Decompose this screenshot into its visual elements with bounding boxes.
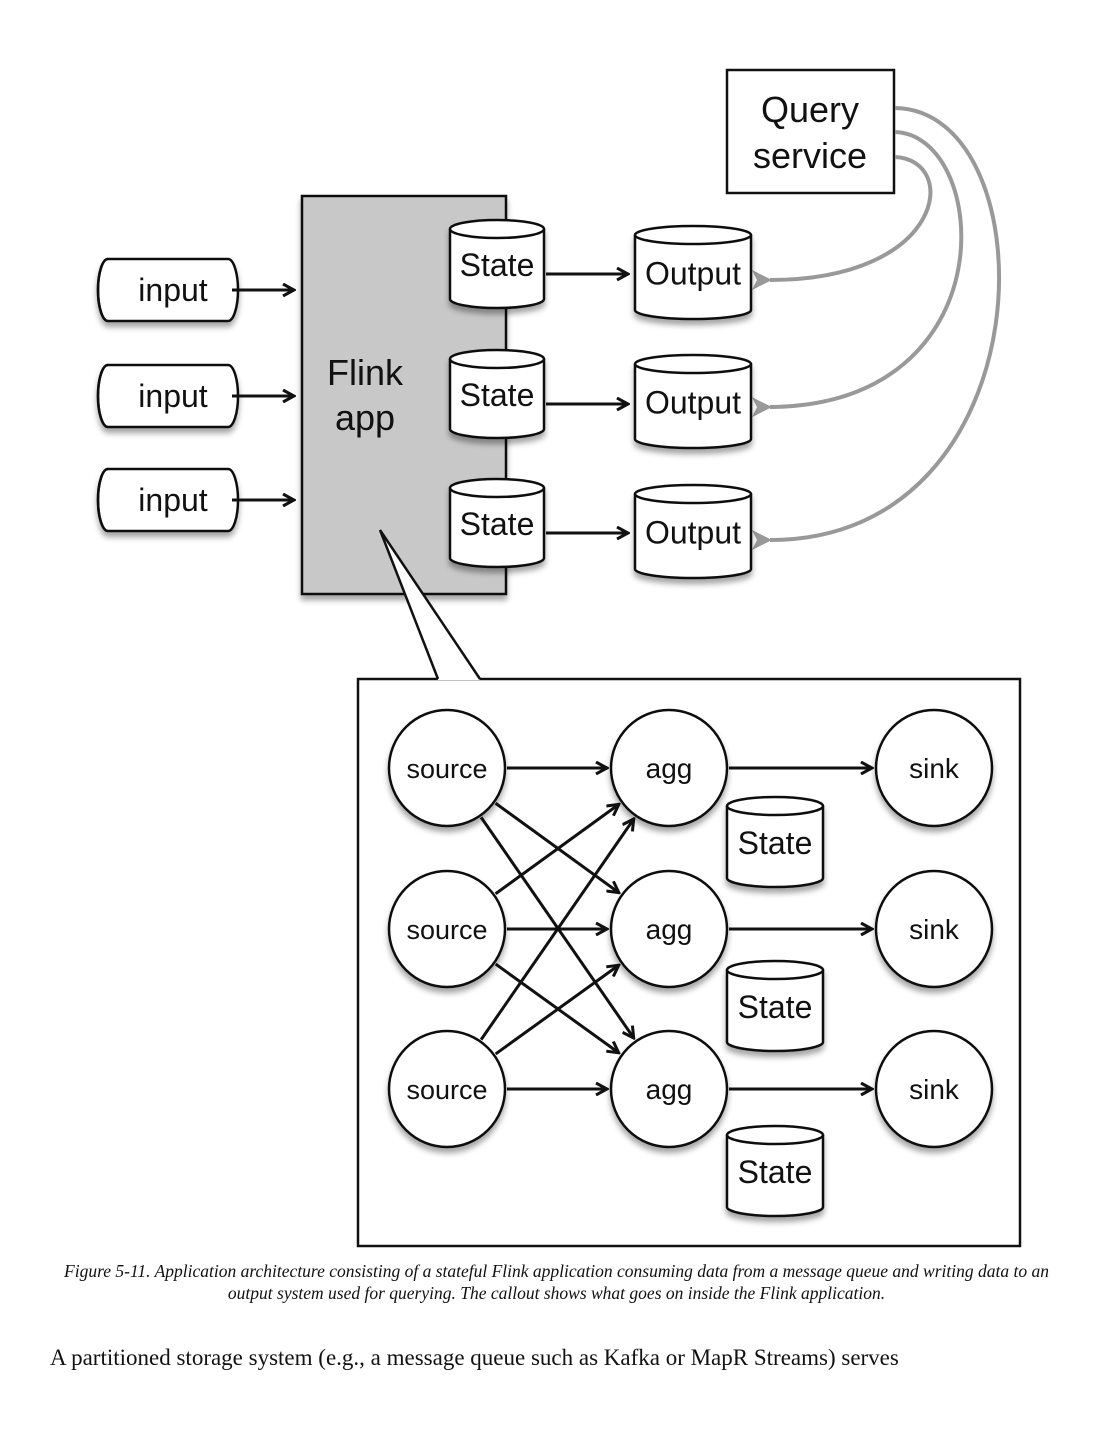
input-queue-2-label: input [138, 482, 208, 518]
query-arrow-2 [751, 106, 1002, 551]
flink-state-1-label: State [460, 377, 535, 413]
query-service-label-1: Query [761, 89, 859, 130]
sink-node-0-label: sink [909, 753, 960, 784]
figure-caption: Figure 5-11. Application architecture co… [64, 1261, 1049, 1303]
flink-state-2 [448, 477, 546, 569]
source-node-2 [387, 1029, 507, 1149]
query-arrow-1 [751, 130, 964, 418]
edge-source-2-to-agg-0 [479, 819, 634, 1041]
input-queue-0-label: input [138, 272, 208, 308]
output-store-1-label: Output [645, 385, 741, 421]
agg-state-1-label: State [738, 989, 813, 1025]
agg-node-1-label: agg [646, 914, 693, 945]
sink-node-2-label: sink [909, 1074, 960, 1105]
output-store-2-label: Output [645, 515, 741, 551]
flink-app-label-1: Flink [327, 352, 404, 393]
query-service-label-2: service [753, 135, 867, 176]
flink-state-0-label: State [460, 247, 535, 283]
agg-node-0-label: agg [646, 753, 693, 784]
body-paragraph: A partitioned storage system (e.g., a me… [50, 1345, 899, 1370]
agg-state-2 [725, 1124, 825, 1218]
agg-node-0 [609, 708, 729, 828]
flink-state-1 [448, 348, 546, 440]
output-store-1 [633, 353, 753, 450]
input-queue-1-label: input [138, 378, 208, 414]
sink-node-1 [874, 869, 994, 989]
agg-node-2 [609, 1029, 729, 1149]
agg-state-2-label: State [738, 1154, 813, 1190]
output-store-0-label: Output [645, 256, 741, 292]
query-arrows [751, 106, 1002, 551]
source-node-0-label: source [406, 754, 487, 784]
agg-node-1 [609, 869, 729, 989]
callout-pointer [378, 529, 482, 680]
agg-state-1 [725, 959, 825, 1053]
query-arrow-0 [751, 155, 933, 291]
source-node-0 [387, 708, 507, 828]
architecture-diagram: Query service Flink app inputinputinput … [96, 68, 1022, 1248]
output-store-0 [633, 224, 753, 321]
input-queue-2 [96, 467, 240, 533]
agg-node-2-label: agg [646, 1074, 693, 1105]
agg-state-0-label: State [738, 825, 813, 861]
agg-state-0 [725, 795, 825, 889]
input-queue-1 [96, 363, 240, 429]
edge-source-1-to-agg-0 [494, 804, 619, 895]
source-node-2-label: source [406, 1075, 487, 1105]
query-service-box: Query service [725, 68, 896, 195]
output-store-2 [633, 483, 753, 580]
sink-node-0 [874, 708, 994, 828]
input-queue-0 [96, 257, 240, 323]
flink-app-label-2: app [335, 397, 395, 438]
edge-source-2-to-agg-1 [494, 965, 619, 1056]
source-node-1-label: source [406, 915, 487, 945]
flink-state-2-label: State [460, 506, 535, 542]
source-node-1 [387, 869, 507, 989]
flink-state-0 [448, 218, 546, 310]
sink-node-1-label: sink [909, 914, 960, 945]
sink-node-2 [874, 1029, 994, 1149]
